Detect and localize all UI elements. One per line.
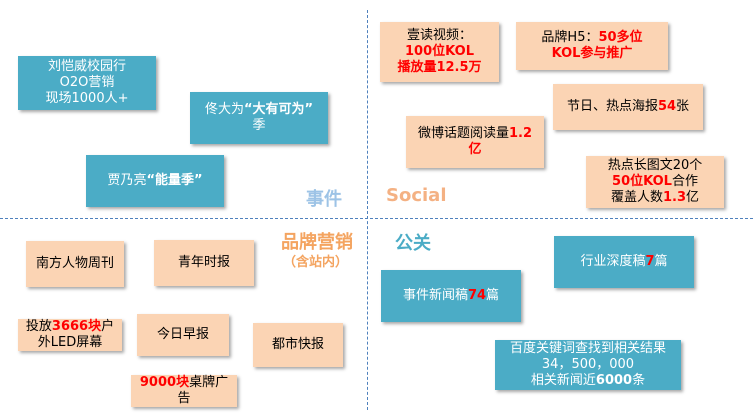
box-text: 今日早报 (156, 327, 209, 342)
box-text-highlight: 1.3 (662, 190, 687, 205)
box-text: 百度关键词查找到相关结果 (509, 341, 666, 356)
box-text-part: 贾乃亮 (107, 173, 147, 188)
box-festival-posters: 节日、热点海报54张 (553, 84, 703, 130)
box-text-highlight: 播放量12.5万 (397, 60, 482, 75)
box-text-highlight: 9000块 (139, 375, 190, 390)
box-text-highlight: 7 (645, 254, 655, 269)
box-text: 佟大为“大有可为” (205, 102, 313, 118)
box-qingnian-times: 青年时报 (154, 240, 254, 286)
box-jinri-morning: 今日早报 (137, 314, 229, 356)
box-text-highlight: 54 (657, 99, 677, 114)
label-brand-marketing-sub: （含站内） (283, 255, 349, 270)
box-text-part: 覆盖人数 (610, 190, 663, 205)
box-text-part: 事件新闻稿 (402, 288, 468, 303)
box-video: 壹读视频： 100位KOL 播放量12.5万 (380, 22, 499, 82)
box-text-part: 篇 (654, 254, 668, 269)
box-text: 相关新闻近6000条 (531, 373, 645, 389)
box-text-highlight: “大有可为” (243, 102, 314, 117)
box-text: 热点长图文20个 (607, 158, 703, 173)
box-text-part: 条 (632, 373, 646, 388)
box-text: 南方人物周刊 (35, 256, 114, 271)
box-text-highlight: 6000 (595, 373, 633, 388)
vertical-divider (367, 10, 368, 410)
box-text-part: 张 (676, 99, 690, 114)
box-text-highlight: 1.2 (508, 126, 533, 141)
horizontal-divider (0, 218, 753, 219)
box-hotspot-articles: 热点长图文20个 50位KOL合作 覆盖人数1.3亿 (586, 156, 724, 208)
label-brand-marketing: 品牌营销 (281, 232, 353, 253)
box-text: O2O营销 (59, 75, 115, 90)
box-baidu-results: 百度关键词查找到相关结果 34，500，000 相关新闻近6000条 (495, 340, 681, 390)
label-social: Social (386, 185, 447, 206)
box-dushi-express: 都市快报 (253, 323, 343, 367)
box-text-highlight: KOL参与推广 (551, 46, 633, 61)
box-outdoor-led: 投放3666块户 外LED屏幕 (18, 319, 122, 351)
box-industry-articles: 行业深度稿7篇 (554, 236, 694, 288)
box-text: 青年时报 (177, 255, 230, 270)
box-text: 34，500，000 (541, 357, 635, 372)
box-text-part: 微博话题阅读量 (417, 126, 509, 141)
box-text: 50位KOL合作 (612, 174, 698, 190)
box-liu-campus-tour: 刘恺威校园行 O2O营销 现场1000人+ (18, 56, 156, 110)
box-text-highlight: 3666块 (51, 319, 102, 334)
box-weibo-topic: 微博话题阅读量1.2 亿 (406, 116, 544, 168)
label-event: 事件 (306, 189, 342, 210)
box-nanfang-weekly: 南方人物周刊 (26, 241, 124, 287)
box-text: 刘恺威校园行 (47, 59, 126, 74)
box-text: 品牌H5：50多位 (541, 30, 642, 46)
box-text-part: 行业深度稿 (580, 254, 646, 269)
box-text: 行业深度稿7篇 (580, 254, 667, 270)
box-text: 告 (177, 391, 191, 406)
box-text-highlight: 50位KOL (612, 174, 672, 189)
box-text: 贾乃亮“能量季” (107, 173, 202, 189)
box-text: 都市快报 (271, 337, 324, 352)
box-text-part: 相关新闻近 (530, 373, 596, 388)
box-text-part: 户 (101, 319, 115, 334)
box-text: 外LED屏幕 (37, 335, 103, 350)
box-text-highlight: 100位KOL (405, 44, 474, 59)
box-news-releases: 事件新闻稿74篇 (381, 270, 521, 322)
box-brand-h5: 品牌H5：50多位 KOL参与推广 (516, 22, 668, 70)
box-text-highlight: 亿 (468, 142, 482, 157)
box-text: 现场1000人+ (45, 91, 129, 106)
box-text-part: 节日、热点海报 (566, 99, 658, 114)
box-tong-dawei: 佟大为“大有可为” 季 (190, 92, 328, 144)
box-text-highlight: “能量季” (146, 173, 203, 188)
box-text-part: 桌牌广 (189, 375, 229, 390)
label-pr: 公关 (395, 233, 431, 254)
box-desk-ads: 9000块桌牌广 告 (131, 375, 237, 407)
box-text: 投放3666块户 (26, 319, 114, 335)
box-text-part: 篇 (486, 288, 500, 303)
box-jia-nailiang: 贾乃亮“能量季” (86, 155, 224, 207)
box-text: 壹读视频： (406, 28, 472, 43)
box-text-highlight: 50多位 (598, 30, 643, 45)
box-text: 微博话题阅读量1.2 (418, 126, 532, 142)
box-text: 事件新闻稿74篇 (403, 288, 499, 304)
box-text: 覆盖人数1.3亿 (611, 190, 699, 206)
box-text-highlight: 74 (467, 288, 487, 303)
box-text: 季 (252, 118, 266, 133)
box-text: 节日、热点海报54张 (567, 99, 689, 115)
box-text-part: 合作 (671, 174, 698, 189)
box-text-part: 亿 (686, 190, 700, 205)
box-text-part: 投放 (25, 319, 52, 334)
box-text-part: 品牌H5： (541, 30, 599, 45)
box-text-part: 佟大为 (204, 102, 244, 117)
box-text: 9000块桌牌广 (140, 375, 228, 391)
